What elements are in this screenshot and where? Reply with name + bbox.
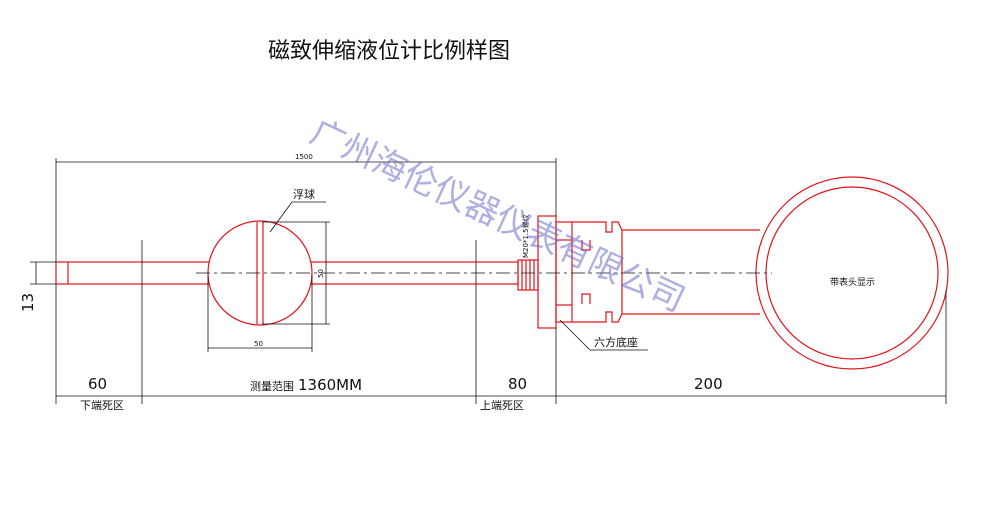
- float-ball-callout: 浮球: [269, 187, 326, 233]
- meter-head: [755, 176, 949, 370]
- hex-base: [537, 215, 573, 329]
- dimension-total-length: 1500: [55, 153, 557, 262]
- bottom-dead-zone-value: 60: [88, 375, 107, 393]
- top-dead-zone-value: 80: [508, 375, 527, 393]
- measure-range-value: 1360MM: [298, 376, 362, 394]
- hex-base-label: 六方底座: [594, 335, 638, 349]
- top-dead-zone-label: 上端死区: [480, 399, 524, 412]
- meter-head-label: 带表头显示: [830, 276, 875, 288]
- dimension-rod-diameter: 13: [19, 261, 56, 312]
- hex-base-callout: 六方底座: [559, 319, 648, 351]
- drawing-title: 磁致伸缩液位计比例样图: [268, 39, 510, 64]
- thread-label: M20*1.5螺纹: [521, 214, 530, 258]
- float-ball-label: 浮球: [293, 187, 315, 201]
- measure-range-label: 测量范围: [250, 379, 294, 393]
- dimension-chain-bottom: [55, 240, 947, 404]
- transmitter-housing: [572, 221, 760, 323]
- bottom-dead-zone-label: 下端死区: [80, 399, 124, 412]
- dimension-float-horizontal: 50: [207, 275, 313, 352]
- float-height-value: 50: [317, 269, 325, 278]
- thread-connector: [517, 259, 539, 291]
- dimension-float-vertical: 50: [262, 221, 330, 325]
- total-length-value: 1500: [295, 153, 313, 161]
- float-width-value: 50: [254, 340, 263, 348]
- rod-diameter-value: 13: [19, 293, 37, 312]
- head-length-value: 200: [694, 375, 723, 393]
- company-watermark: 广州海伦仪器仪表有限公司: [304, 112, 691, 321]
